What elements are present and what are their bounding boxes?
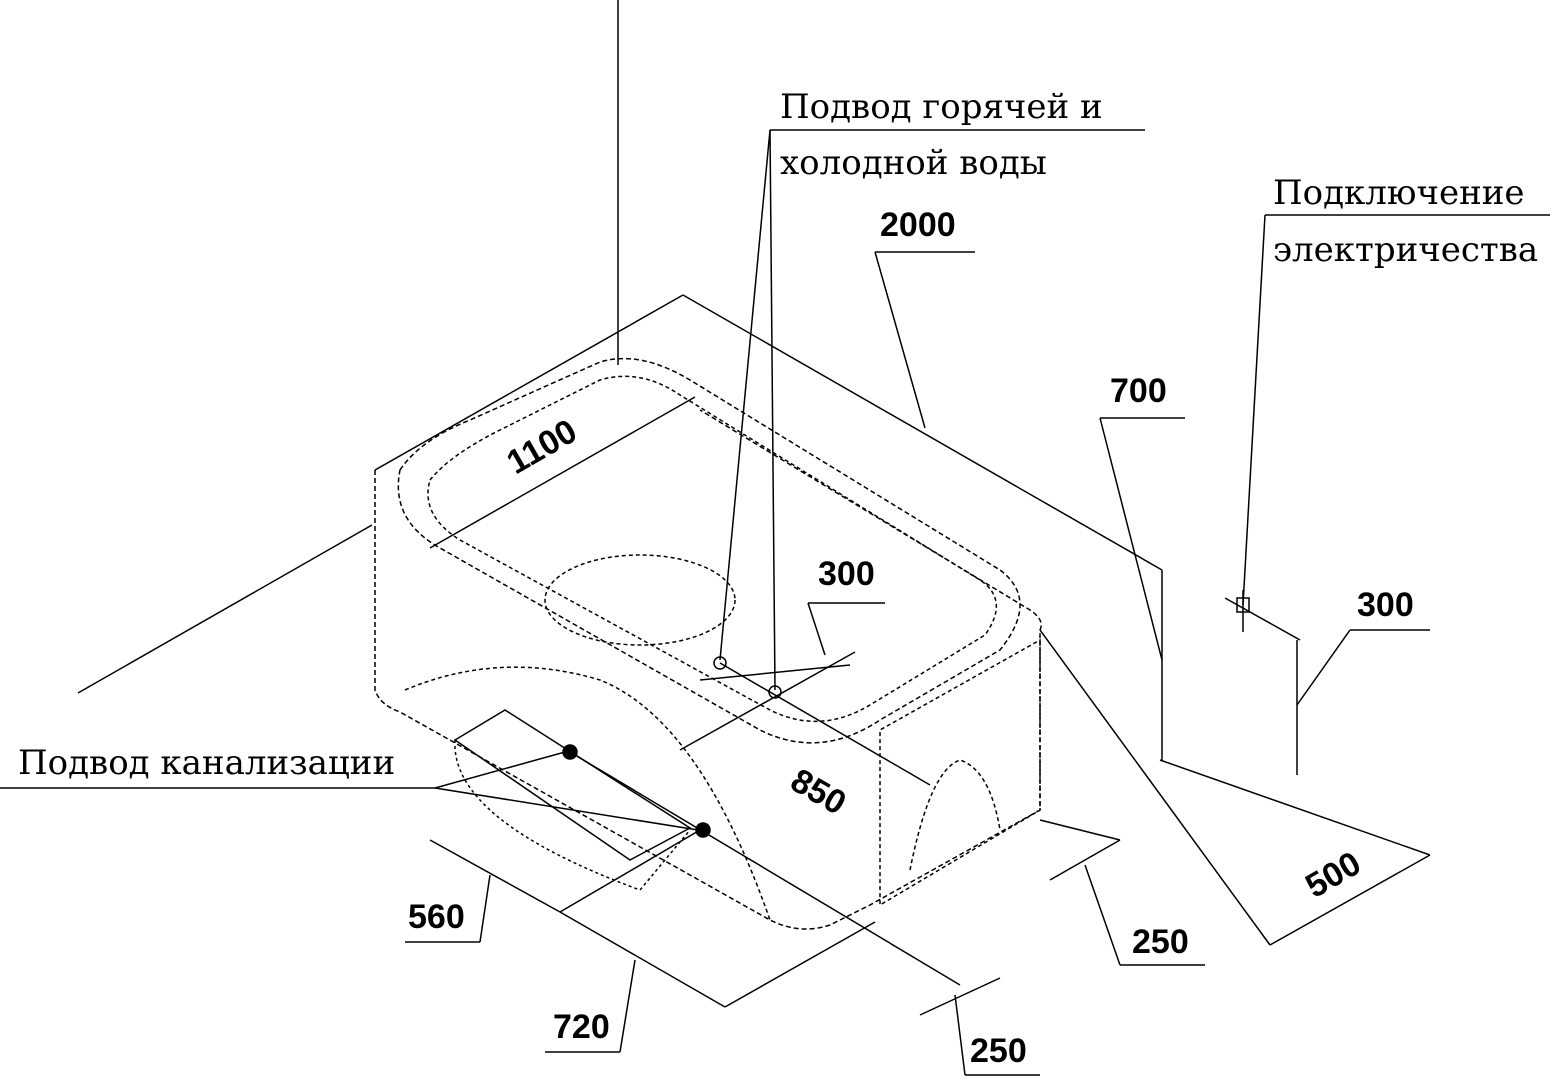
dim-300-electric: 300 (1357, 586, 1414, 624)
dim-line-1100 (429, 396, 696, 549)
dim-line-2000 (682, 294, 1163, 571)
dim-250-right: 250 (1132, 923, 1189, 961)
dim-250-bottom: 250 (970, 1032, 1027, 1070)
tub-rim (397, 357, 1021, 744)
wall-line-left (77, 524, 373, 694)
water-supply-label-1: Подвод горячей и (780, 87, 1103, 127)
drain-label: Подвод канализации (18, 743, 396, 783)
dim-2000: 2000 (880, 206, 956, 244)
dim-300-water: 300 (818, 555, 875, 593)
dim-560: 560 (408, 898, 465, 936)
water-supply-label-2: холодной воды (780, 143, 1047, 183)
tub-outline (374, 409, 1042, 930)
drain-plate (453, 709, 692, 861)
dim-720: 720 (553, 1008, 610, 1046)
dim-700: 700 (1110, 372, 1167, 410)
electric-label-1: Подключение (1273, 173, 1525, 213)
electric-label-2: электричества (1273, 230, 1539, 270)
